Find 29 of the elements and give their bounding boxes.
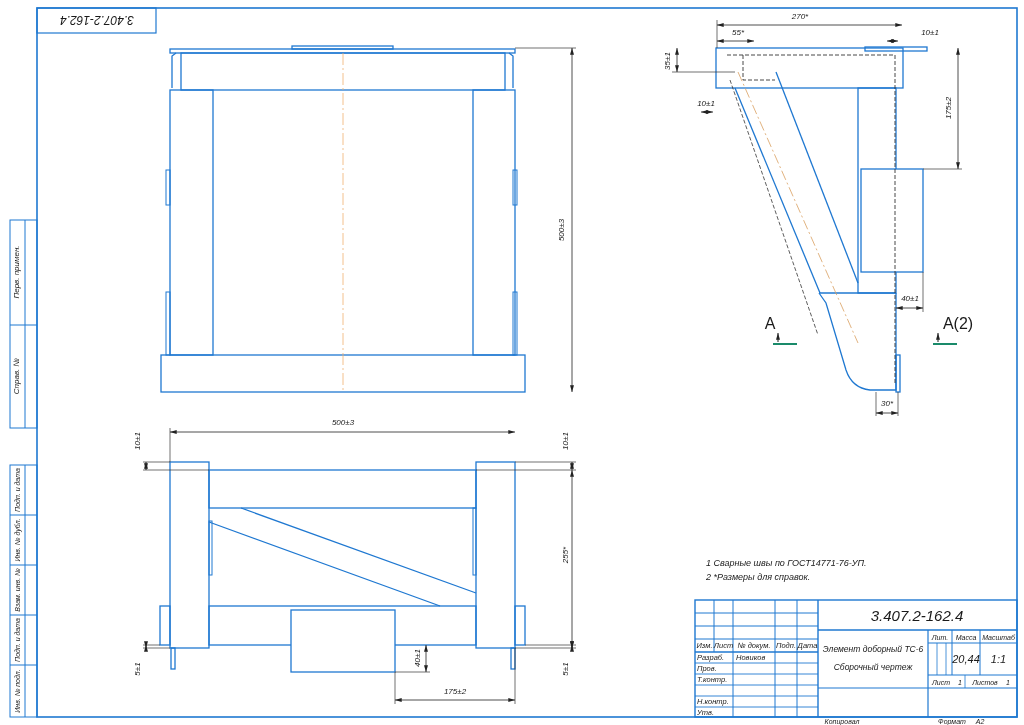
dimension-label: 500±3 xyxy=(558,218,566,242)
stamp-label: Перв. примен. xyxy=(13,245,21,299)
title-block-text: Элемент доборный ТС-6 xyxy=(822,644,924,654)
document-number: 3.407.2-162.4 xyxy=(870,607,964,623)
dimension-label: 255* xyxy=(562,546,570,564)
drawing-number: 3.407.2-162.4 xyxy=(59,14,135,26)
section-label: А(2) xyxy=(942,316,974,332)
dimension-label: 35±1 xyxy=(664,52,672,70)
dimension-label: 5±1 xyxy=(134,662,142,676)
dimension-label: 30* xyxy=(881,400,893,408)
stamp-label: Справ. № xyxy=(13,357,21,395)
note-text: 1 Сварные швы по ГОСТ14771-76-УП. xyxy=(706,558,867,568)
section-label: А xyxy=(764,316,776,332)
title-block-text: 20,44 xyxy=(952,653,980,665)
dimension-label: 175±2 xyxy=(945,96,953,120)
dimension-label: 270* xyxy=(791,13,809,21)
dimension-label: 40±1 xyxy=(414,649,422,667)
dimension-label: 500±3 xyxy=(331,419,355,427)
note-text: 2 *Размеры для справок. xyxy=(706,572,811,582)
dimension-label: 55* xyxy=(732,29,744,37)
dimension-label: 10±1 xyxy=(921,29,939,37)
dimension-label: 175±2 xyxy=(443,688,467,696)
dimension-label: 10±1 xyxy=(134,432,142,450)
dimension-label: 10±1 xyxy=(562,432,570,450)
dimension-label: 40±1 xyxy=(901,295,919,303)
title-block-text: 1:1 xyxy=(990,653,1007,665)
dimension-label: 10±1 xyxy=(697,100,715,108)
title-block-text: Сборочный чертеж xyxy=(833,662,913,672)
dimension-label: 5±1 xyxy=(562,662,570,676)
